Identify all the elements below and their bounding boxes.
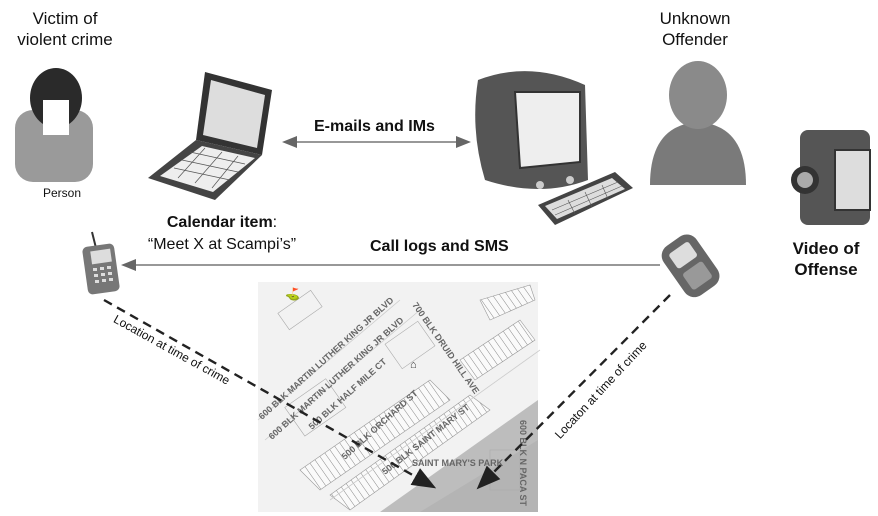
offender-title-line1: Unknown	[659, 9, 731, 28]
calendar-item: Calendar item: “Meet X at Scampi’s”	[132, 212, 312, 256]
video-caption-line1: Video of	[792, 239, 860, 258]
laptop-icon	[148, 72, 272, 200]
victim-title: Victim of violent crime	[0, 8, 130, 50]
desktop-computer-icon	[475, 71, 633, 225]
video-camera-icon	[791, 130, 871, 225]
offender-person-icon	[650, 61, 746, 185]
victim-title-line1: Victim of	[32, 9, 98, 28]
calendar-label: Calendar item	[166, 214, 273, 231]
victim-phone-icon	[82, 231, 120, 295]
victim-title-line2: violent crime	[17, 30, 113, 49]
offender-title: Unknown Offender	[630, 8, 760, 50]
offender-phone-icon	[661, 234, 720, 298]
calendar-text: “Meet X at Scampi’s”	[147, 236, 297, 253]
offender-title-line2: Offender	[662, 30, 728, 49]
emails-label: E-mails and IMs	[314, 118, 435, 135]
svg-text:⌂: ⌂	[410, 359, 417, 371]
calendar-colon: :	[272, 214, 278, 231]
person-caption: Person	[42, 186, 82, 200]
victim-location-edge	[103, 298, 437, 489]
svg-text:600 BLK N PACA ST: 600 BLK N PACA ST	[518, 420, 528, 507]
video-caption-line2: Offense	[794, 260, 858, 279]
calls-label: Call logs and SMS	[370, 238, 509, 255]
victim-person-icon	[15, 68, 93, 182]
svg-text:⛳: ⛳	[285, 287, 300, 301]
street-map: 600 BLK MARTIN LUTHER KING JR BLVD 600 B…	[257, 282, 541, 512]
video-caption: Video of Offense	[778, 238, 874, 280]
svg-text:SAINT MARY'S PARK: SAINT MARY'S PARK	[412, 458, 504, 468]
